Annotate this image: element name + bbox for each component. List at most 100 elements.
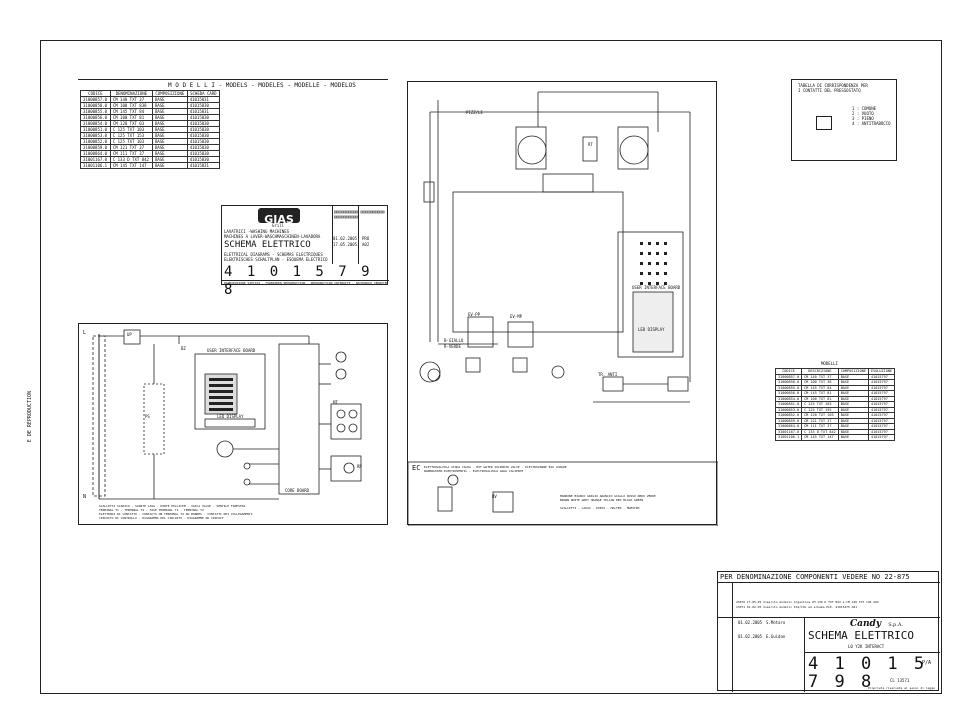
ps-label: PS xyxy=(145,414,150,419)
center-diagram-panel: PIZZ/LE USER INTERFACE BOARD LED DISPLAY… xyxy=(407,81,718,526)
bz-label: BZ xyxy=(181,346,186,351)
table-cell: BASE xyxy=(837,373,869,380)
table-cell: 41015797 xyxy=(867,379,896,386)
table-cell: 41015797 xyxy=(867,390,896,397)
left-legend: SCALLETTI SCARICO - SANITE LAVA - PORTE … xyxy=(99,504,253,520)
table-cell: 31000854.0 xyxy=(80,120,111,127)
bv-label: BV xyxy=(492,494,497,499)
main-drawing-number: 4 1 0 1 5 7 9 8 xyxy=(808,654,928,692)
table-cell: BASE xyxy=(837,412,869,419)
ec-box-label: EC xyxy=(412,464,421,472)
table-cell: 41015831 xyxy=(186,162,221,169)
small-footer: RIPRODUZIONE VIETATA - FORBIDDEN REPRODU… xyxy=(224,281,387,285)
table-cell: 31000853.0 xyxy=(80,132,111,139)
giallo-label: B-GIALLO xyxy=(444,338,464,343)
table-header: SCHEDA CARD xyxy=(186,90,221,97)
up-label: UP xyxy=(127,332,132,337)
rp-label: RP xyxy=(357,464,362,469)
table-cell: BASE xyxy=(837,401,869,408)
candy-logo-text: Candy xyxy=(850,619,882,629)
rt-label: RT xyxy=(588,142,593,147)
table-cell: BASE xyxy=(837,384,869,391)
color-legend: MARRONE BIANCO GRIGIO ARANCIO GIALLO ROS… xyxy=(560,494,656,510)
table-cell: 31000859.0 xyxy=(774,417,803,424)
correspondence-title: TABELLA DI CORRISPONDENZA PER I CONTATTI… xyxy=(798,83,868,93)
table-cell: 41015797 xyxy=(867,423,896,430)
table-cell: BASE xyxy=(837,428,869,435)
core-board-label: CORE BOARD xyxy=(285,488,310,493)
table-cell: BASE xyxy=(837,434,869,441)
main-footer: Proprieta riservata ai sensi di legge xyxy=(868,686,935,690)
table-cell: BASE xyxy=(837,423,869,430)
corr-item-2: 2 : VUOTO xyxy=(852,111,874,116)
table-cell: 31000852.0 xyxy=(774,412,803,419)
table-cell: CM 100 TXT 838 xyxy=(109,102,153,109)
main-subtitle: L0 Y2K INTERACT xyxy=(848,644,885,649)
table-header: COMPOSIZIONE xyxy=(151,90,188,97)
center-wiring xyxy=(408,91,718,526)
small-subtitle: ELETTRICAL DIAGRAMS - SCHEMAS ELECTRIQUE… xyxy=(224,252,328,262)
line-l-label: L xyxy=(83,330,87,336)
table-cell: 41015797 xyxy=(867,406,896,413)
ev-pp-label: EV-PP xyxy=(468,312,481,317)
tr-ant-label: TR. ANTI xyxy=(598,372,618,377)
ec-text: ELETTROVALVOLA ACQUA CALDA - HOT WATER S… xyxy=(424,465,567,473)
mt-label: MT xyxy=(333,400,338,405)
small-notes: ▤▤▤▤▤▤▤▤▤▤ ▤▤▤▤▤▤▤▤▤▤ ▤▤▤▤▤▤▤▤▤▤ xyxy=(334,209,385,219)
corr-item-1: 1 : COMUNE xyxy=(852,106,877,111)
main-schema-label: SCHEMA ELETTRICO xyxy=(808,629,914,642)
table-cell: 41015797 xyxy=(867,384,896,391)
left-legend-1: SCALLETTI SCARICO - SANITE LAVA - PORTE … xyxy=(99,504,246,508)
table-cell: 31000858.0 xyxy=(774,379,803,386)
rev-table: 23076 17.05.05 Inserito modelli Argentin… xyxy=(736,600,879,610)
table-header: DENOMINAZIONE xyxy=(109,90,153,97)
left-legend-4: CIRCUITO DI CONTROLLO - DIAGRAMMA DEL CI… xyxy=(99,516,224,520)
left-legend-3: ELETTRODI DI CONTATTO - CONTACTS ON TERM… xyxy=(99,512,253,516)
table-cell: BASE xyxy=(837,417,869,424)
main-revision: P/A xyxy=(922,660,932,666)
vertical-label: E DE REPRODUCTION xyxy=(27,391,33,443)
table-cell: CM 145 TXT 147 xyxy=(109,162,153,169)
small-date1: 01.02.2005 xyxy=(333,236,358,241)
color-legend-bottom: SCALLETTI - LAVAS - PORTA - MALTER - MUE… xyxy=(560,506,640,510)
table-cell: 41015797 xyxy=(867,401,896,408)
table-cell: 31000856.0 xyxy=(774,390,803,397)
candy-logo: Candy S.p.A. xyxy=(850,619,903,629)
table-header: COMPOSIZIONE xyxy=(837,368,869,375)
main-sheet-code: CL 13571 xyxy=(890,678,910,683)
small-rev2: A02 xyxy=(362,242,370,247)
table-cell: 41015797 xyxy=(867,434,896,441)
center-uib-label: USER INTERFACE BOARD xyxy=(632,285,681,290)
gias-logo-sub: Grill xyxy=(272,223,285,228)
pizzo-label: PIZZ/LE xyxy=(466,110,483,115)
gias-logo-text: GIAS xyxy=(264,213,294,226)
main-title-block: PER DENOMINAZIONE COMPONENTI VEDERE NO 2… xyxy=(717,571,940,692)
left-diagram-panel: UP USER INTERFACE BOARD LED DISPLAY CORE… xyxy=(78,323,388,525)
table-cell: 31000854.0 xyxy=(774,395,803,402)
table-cell: 31001106.1 xyxy=(80,162,111,169)
table-cell: 41015797 xyxy=(867,395,896,402)
table-cell: 31000855.0 xyxy=(80,108,111,115)
table-cell: 41015797 xyxy=(867,428,896,435)
ev-mp-label: EV-MP xyxy=(510,314,523,319)
table-cell: C 133 D TXT 842 xyxy=(801,428,839,435)
table-cell: BASE xyxy=(151,162,188,169)
table-cell: 31000857.0 xyxy=(774,373,803,380)
small-line-2: MACHINES A LAVER-WASCHMASCHINEN-LAVADORA xyxy=(224,234,321,239)
color-legend-row2: BROWN WHITE GREY ORANGE YELLOW RED BLACK… xyxy=(560,498,644,502)
table-cell: BASE xyxy=(837,395,869,402)
table-cell: 41015797 xyxy=(867,373,896,380)
small-title-block: GIAS Grill LAVATRICI -WASHING MACHINES M… xyxy=(221,205,389,298)
